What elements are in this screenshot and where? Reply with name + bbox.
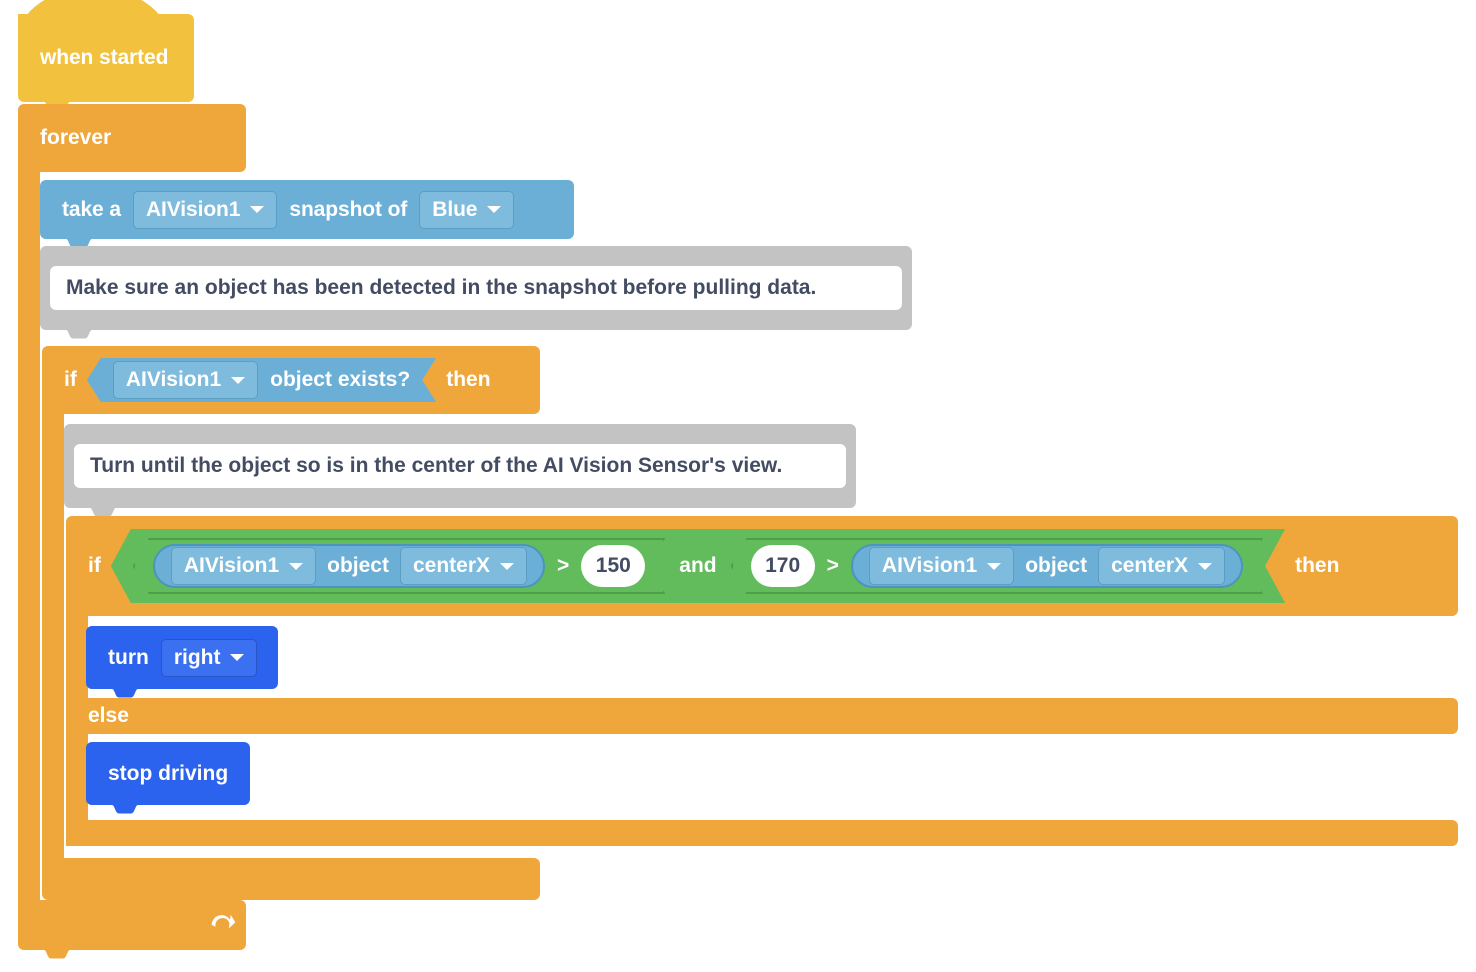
comment-block-2[interactable]: Turn until the object so is in the cente… bbox=[64, 424, 856, 516]
object-exists-condition[interactable]: AIVision1 object exists? bbox=[87, 358, 436, 402]
right-device-value: AIVision1 bbox=[881, 554, 978, 577]
notch-top-icon bbox=[108, 626, 142, 635]
comment-text-1: Make sure an object has been detected in… bbox=[50, 266, 902, 310]
if-object-exists-header[interactable]: if AIVision1 object exists? then bbox=[42, 346, 540, 414]
notch-top-icon bbox=[88, 698, 122, 707]
snapshot-color-dropdown[interactable]: Blue bbox=[419, 190, 515, 229]
if-label: if bbox=[64, 368, 77, 391]
if-centerx-header[interactable]: if AIVision1 object centerX > 150 and 17… bbox=[66, 516, 1458, 616]
forever-label: forever bbox=[40, 126, 112, 149]
when-started-block[interactable]: when started bbox=[18, 0, 194, 110]
chevron-down-icon bbox=[289, 563, 303, 570]
chevron-down-icon bbox=[231, 377, 245, 384]
right-property-value: centerX bbox=[1111, 554, 1189, 577]
right-comparator-label: > bbox=[826, 554, 839, 577]
notch-top-icon bbox=[88, 516, 122, 525]
stop-driving-block[interactable]: stop driving bbox=[86, 742, 250, 813]
turn-direction-value: right bbox=[173, 645, 221, 669]
chevron-down-icon bbox=[230, 654, 245, 661]
exists-device-value: AIVision1 bbox=[125, 368, 222, 391]
hat-dome-shape bbox=[18, 0, 168, 44]
forever-block-spine bbox=[18, 164, 40, 916]
notch-top-icon bbox=[62, 246, 96, 255]
and-label: and bbox=[679, 554, 717, 577]
if-centerx-footer[interactable] bbox=[66, 820, 1458, 846]
take-a-label: take a bbox=[62, 197, 121, 221]
snapshot-device-dropdown[interactable]: AIVision1 bbox=[132, 190, 278, 229]
left-property-value: centerX bbox=[412, 554, 491, 577]
comment-text-2: Turn until the object so is in the cente… bbox=[74, 444, 846, 488]
snapshot-device-value: AIVision1 bbox=[145, 197, 241, 221]
right-greater-than-block[interactable]: 170 > AIVision1 object centerX bbox=[731, 538, 1263, 594]
chevron-down-icon bbox=[250, 206, 265, 213]
if-object-exists-spine bbox=[42, 408, 64, 866]
stop-driving-label: stop driving bbox=[108, 761, 229, 785]
right-centerx-reporter[interactable]: AIVision1 object centerX bbox=[851, 544, 1243, 588]
snapshot-of-label: snapshot of bbox=[289, 197, 408, 221]
else-bar[interactable]: else bbox=[66, 698, 1458, 734]
loop-arrow-icon bbox=[211, 914, 236, 929]
comment-block-1[interactable]: Make sure an object has been detected in… bbox=[40, 246, 912, 338]
chevron-down-icon bbox=[500, 563, 514, 570]
notch-bottom-icon bbox=[64, 899, 98, 908]
if-object-exists-footer[interactable] bbox=[42, 858, 540, 908]
left-object-label: object bbox=[327, 554, 389, 577]
notch-top-icon bbox=[40, 900, 74, 909]
chevron-down-icon bbox=[487, 206, 502, 213]
notch-top-icon bbox=[88, 820, 122, 829]
else-label: else bbox=[88, 704, 129, 727]
then-label-inner: then bbox=[1295, 554, 1340, 577]
left-greater-than-block[interactable]: AIVision1 object centerX > 150 bbox=[133, 538, 665, 594]
notch-top-icon bbox=[86, 424, 120, 433]
notch-top-icon bbox=[108, 742, 142, 751]
when-started-label: when started bbox=[40, 46, 169, 69]
right-device-dropdown[interactable]: AIVision1 bbox=[869, 547, 1014, 585]
notch-bottom-icon bbox=[108, 804, 142, 813]
notch-top-icon bbox=[64, 346, 98, 355]
notch-bottom-icon bbox=[62, 329, 96, 338]
notch-bottom-icon bbox=[40, 949, 74, 958]
object-exists-label: object exists? bbox=[270, 368, 411, 391]
right-property-dropdown[interactable]: centerX bbox=[1098, 547, 1225, 585]
left-comparator-label: > bbox=[557, 554, 570, 577]
forever-block-footer[interactable] bbox=[18, 900, 246, 958]
right-object-label: object bbox=[1025, 554, 1088, 577]
turn-block[interactable]: turn right bbox=[86, 626, 278, 697]
exists-device-dropdown[interactable]: AIVision1 bbox=[113, 361, 258, 399]
chevron-down-icon bbox=[987, 563, 1001, 570]
take-snapshot-block[interactable]: take a AIVision1 snapshot of Blue bbox=[40, 180, 574, 247]
if-label-inner: if bbox=[88, 554, 101, 577]
turn-label: turn bbox=[108, 645, 149, 669]
snapshot-color-value: Blue bbox=[432, 197, 478, 221]
left-device-value: AIVision1 bbox=[183, 554, 280, 577]
notch-top-icon bbox=[64, 858, 98, 867]
notch-bottom-icon bbox=[62, 238, 96, 247]
and-operator-block[interactable]: AIVision1 object centerX > 150 and 170 >… bbox=[111, 529, 1285, 603]
right-number-input[interactable]: 170 bbox=[751, 545, 815, 587]
left-property-dropdown[interactable]: centerX bbox=[400, 547, 527, 585]
notch-bottom-icon bbox=[86, 507, 120, 516]
notch-top-icon bbox=[40, 104, 74, 113]
left-centerx-reporter[interactable]: AIVision1 object centerX bbox=[153, 544, 545, 588]
notch-top-icon bbox=[62, 180, 96, 189]
chevron-down-icon bbox=[1198, 563, 1212, 570]
then-label: then bbox=[446, 368, 491, 391]
turn-direction-dropdown[interactable]: right bbox=[160, 638, 258, 677]
notch-bottom-icon bbox=[108, 688, 142, 697]
left-device-dropdown[interactable]: AIVision1 bbox=[171, 547, 316, 585]
forever-block-header[interactable]: forever bbox=[18, 104, 246, 172]
left-number-input[interactable]: 150 bbox=[581, 545, 645, 587]
